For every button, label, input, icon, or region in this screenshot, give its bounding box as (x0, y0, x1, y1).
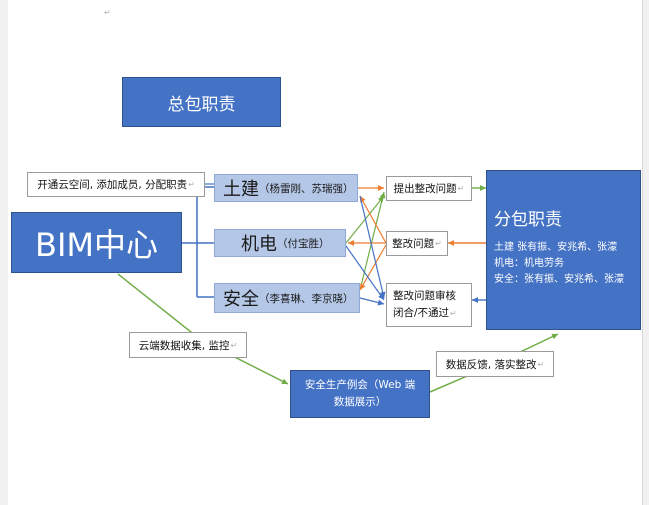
civil-box: 土建 （杨雷刚、苏瑞强） (214, 174, 358, 202)
paragraph-mark: ↵ (435, 239, 442, 248)
paragraph-mark: ↵ (188, 180, 195, 189)
paragraph-mark: ↵ (450, 309, 457, 318)
subcontractor-safety: 安全：张有振、安兆希、张濛 (494, 274, 624, 285)
subcontractor-civil: 土建 张有振、安兆希、张濛 (494, 242, 618, 253)
safety-to-raise-arrow (359, 191, 386, 291)
review-line1: 整改问题审核 (393, 290, 456, 302)
general-contractor-box: 总包职责 (122, 77, 281, 127)
safety-to-review-arrow (359, 297, 385, 306)
paragraph-mark: ↵ (104, 8, 111, 17)
civil-to-review-arrow (359, 195, 386, 299)
safety-meeting-line1: 安全生产例会（Web 端 (304, 379, 416, 391)
raise-issue-label: 提出整改问题 (393, 183, 457, 195)
safety-title: 安全 (223, 289, 259, 310)
review-box: 整改问题审核 闭合/不通过↵ (386, 283, 472, 327)
rectify-issue-box: 整改问题 ↵ (386, 231, 448, 256)
paragraph-mark: ↵ (457, 184, 465, 193)
subcontractor-title: 分包职责 (494, 210, 562, 230)
open-cloud-box: 开通云空间, 添加成员, 分配职责 ↵ (27, 172, 205, 197)
cloud-collect-box: 云端数据收集, 监控 ↵ (129, 332, 247, 358)
mep-people: （付宝胜） (277, 237, 330, 250)
safety-people: （李喜琳、李京晓） (259, 292, 354, 305)
mep-to-review-arrow (345, 245, 385, 301)
feedback-box: 数据反馈, 落实整改 ↵ (436, 351, 554, 377)
safety-meeting-line2: 数据展示） (333, 396, 387, 408)
safety-meeting-box: 安全生产例会（Web 端 数据展示） (290, 370, 430, 418)
rectify-to-civil-arrow (359, 195, 387, 244)
civil-people: （杨雷刚、苏瑞强） (259, 182, 354, 195)
raise-issue-box: 提出整改问题 ↵ (386, 176, 472, 201)
bim-to-branches-connector (182, 186, 214, 298)
open-cloud-label: 开通云空间, 添加成员, 分配职责 (37, 179, 188, 191)
mep-title: 机电 (241, 234, 277, 255)
safety-box: 安全 （李喜琳、李京晓） (214, 283, 360, 313)
paragraph-mark: ↵ (537, 359, 545, 369)
paragraph-mark: ↵ (230, 340, 238, 350)
rectify-issue-label: 整改问题 (392, 238, 435, 250)
subcontractor-box: 分包职责 土建 张有振、安兆希、张濛 机电：机电劳务 安全：张有振、安兆希、张濛 (486, 170, 641, 330)
cloud-collect-label: 云端数据收集, 监控 (138, 339, 230, 352)
rectify-to-safety-arrow (359, 244, 387, 291)
bim-center-box: BIM中心 (11, 212, 182, 273)
bim-center-label: BIM中心 (34, 225, 158, 264)
review-line2: 闭合/不通过 (393, 307, 450, 319)
general-contractor-label: 总包职责 (167, 94, 236, 115)
subcontractor-mep: 机电：机电劳务 (494, 258, 564, 269)
mep-box: 机电 （付宝胜） (214, 229, 346, 257)
feedback-label: 数据反馈, 落实整改 (445, 358, 537, 371)
civil-title: 土建 (223, 179, 259, 200)
